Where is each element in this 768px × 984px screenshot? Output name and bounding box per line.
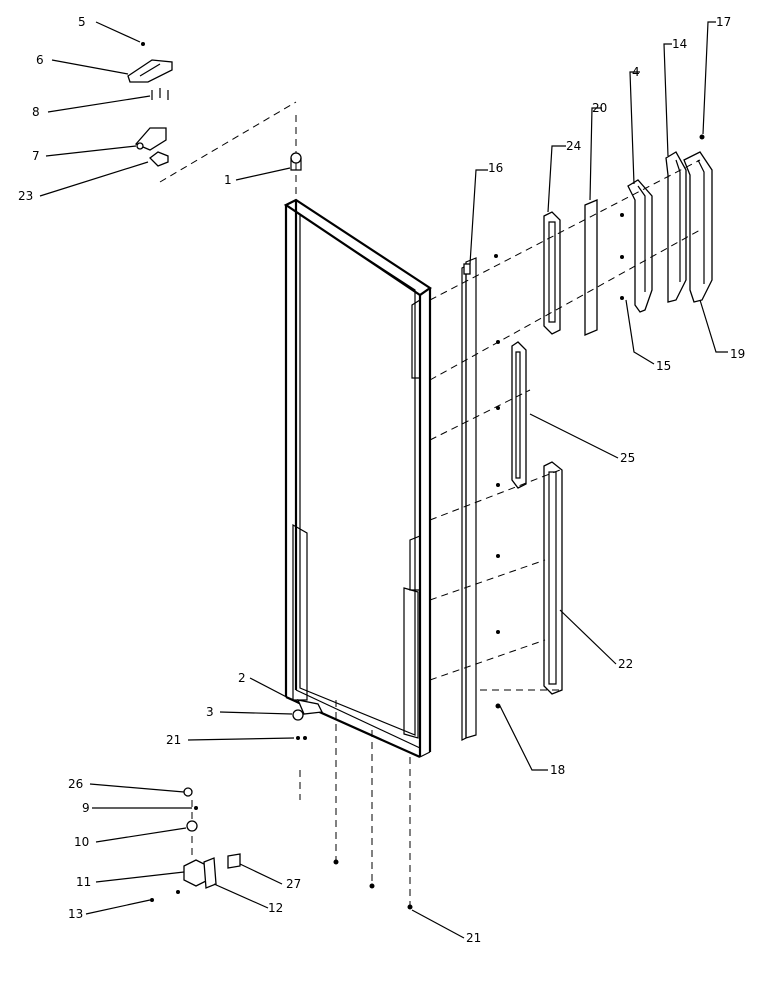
callout-22: 22 <box>618 657 633 671</box>
callout-7: 7 <box>32 149 40 163</box>
shelf-bar-24 <box>543 211 561 335</box>
callout-21-upper: 21 <box>166 733 181 747</box>
inner-liner-strip <box>461 257 477 741</box>
shelf-bracket-19 <box>683 151 713 303</box>
callout-4: 4 <box>632 65 640 79</box>
callout-26: 26 <box>68 777 83 791</box>
shelf-bar-25 <box>511 341 527 489</box>
callout-11: 11 <box>76 875 91 889</box>
callout-8: 8 <box>32 105 40 119</box>
callout-15: 15 <box>656 359 671 373</box>
callout-13: 13 <box>68 907 83 921</box>
trim-strip-20 <box>584 199 598 336</box>
bottom-hinge-assembly <box>150 787 241 902</box>
callout-9: 9 <box>82 801 90 815</box>
callout-16: 16 <box>488 161 503 175</box>
screw-dots <box>141 42 705 910</box>
callout-1: 1 <box>224 173 232 187</box>
callout-12: 12 <box>268 901 283 915</box>
callout-23: 23 <box>18 189 33 203</box>
callout-27: 27 <box>286 877 301 891</box>
shelf-bracket-4 <box>627 179 653 313</box>
shelf-bracket-14 <box>665 151 687 303</box>
callout-6: 6 <box>36 53 44 67</box>
callout-18: 18 <box>550 763 565 777</box>
callout-labels: 5 6 8 7 23 1 16 24 20 4 14 17 15 19 25 2… <box>18 15 745 945</box>
callout-2: 2 <box>238 671 246 685</box>
lower-door-hinge <box>292 699 323 740</box>
upper-hinge-assembly <box>127 59 302 171</box>
callout-10: 10 <box>74 835 89 849</box>
callout-14: 14 <box>672 37 687 51</box>
callout-21-lower: 21 <box>466 931 481 945</box>
door-panel <box>283 198 432 759</box>
callout-25: 25 <box>620 451 635 465</box>
assembly-guide-lines <box>159 101 701 905</box>
callout-20: 20 <box>592 101 607 115</box>
shelf-bar-22 <box>543 461 563 695</box>
callout-3: 3 <box>206 705 214 719</box>
leader-lines <box>39 21 728 939</box>
callout-24: 24 <box>566 139 581 153</box>
callout-19: 19 <box>730 347 745 361</box>
callout-5: 5 <box>78 15 86 29</box>
callout-17: 17 <box>716 15 731 29</box>
